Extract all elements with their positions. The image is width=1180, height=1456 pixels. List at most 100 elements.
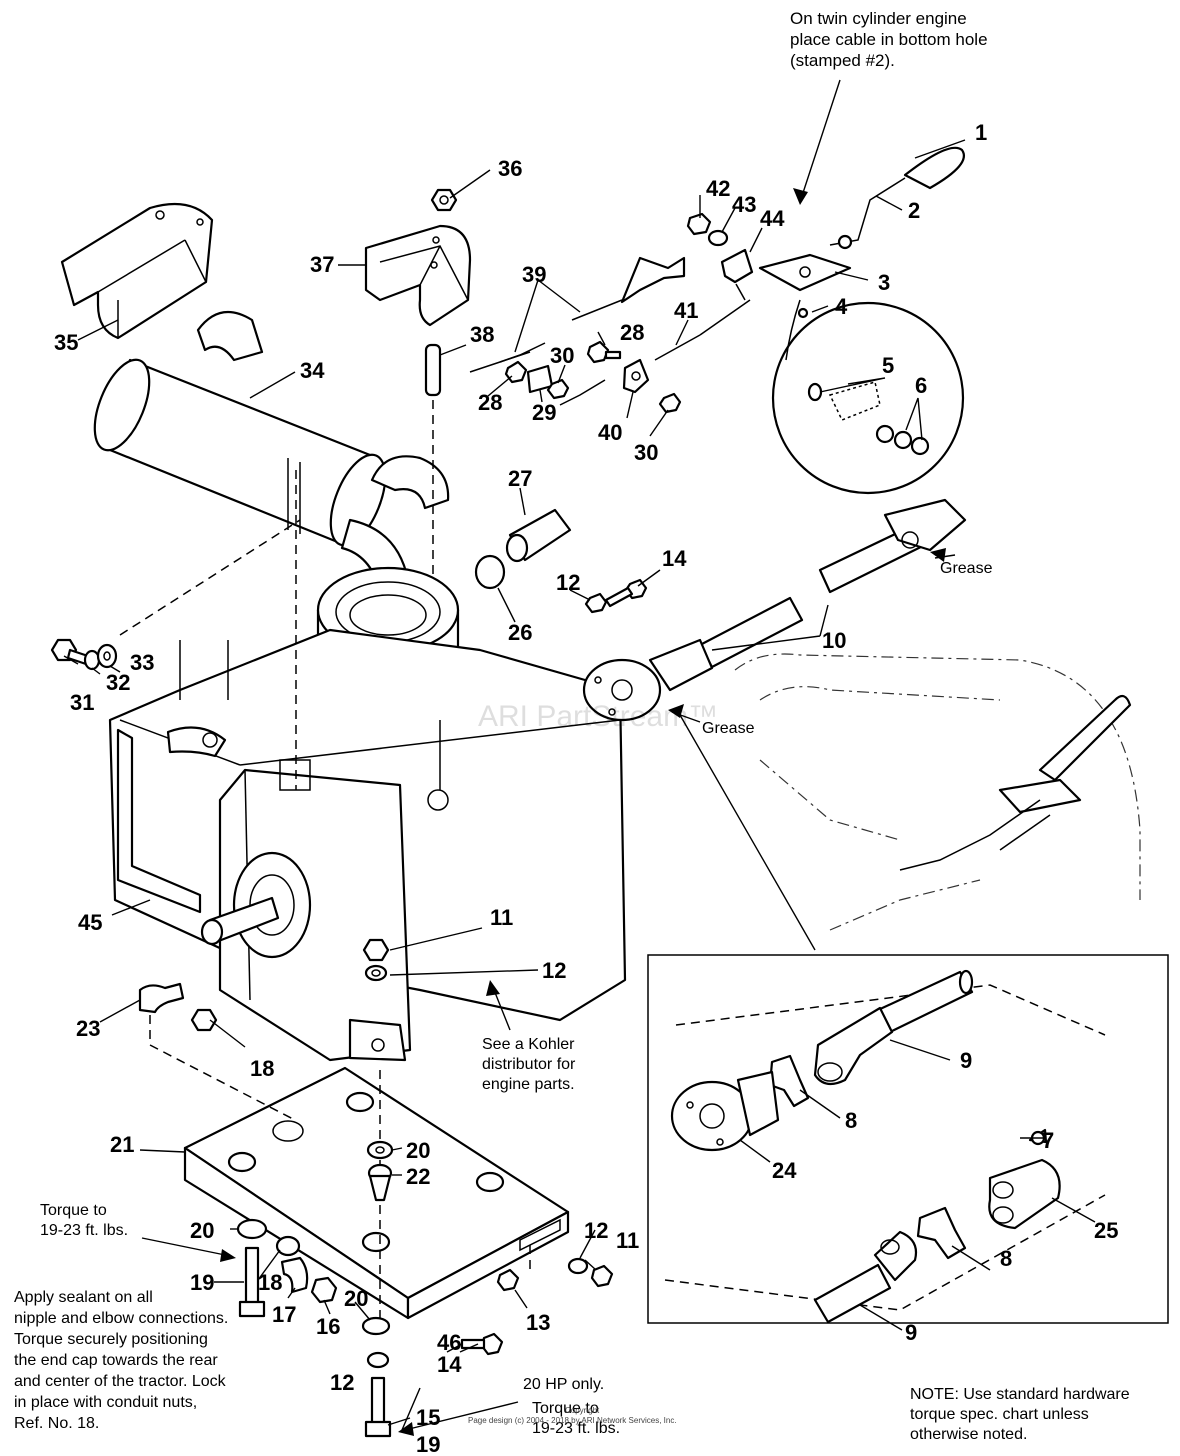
nut-11-right [590,1264,614,1288]
washer-43 [707,229,729,247]
callout-25: 25 [1094,1218,1118,1243]
callout-12-a: 12 [542,958,566,983]
callout-14-a: 14 [662,546,687,571]
washer-20-left [236,1218,268,1240]
callout-30-b: 30 [634,440,658,465]
callout-28-a: 28 [620,320,644,345]
callout-2: 2 [908,198,920,223]
clamp-26 [474,554,506,590]
bolt-19-upper [238,1246,266,1318]
lockwasher-12-bottom [366,1351,390,1369]
callout-19-a: 19 [190,1270,214,1295]
drive-shaft-10 [648,498,967,692]
callout-5: 5 [882,353,894,378]
callout-41: 41 [674,298,698,323]
cable-39 [469,256,686,373]
callout-27: 27 [508,466,532,491]
bracket-3 [758,253,852,292]
callout-42: 42 [706,176,730,201]
watermark: ARI PartStream™ [478,700,719,733]
washer-12-upper [364,964,388,982]
screw-31 [50,638,90,666]
callout-18-b: 18 [258,1270,282,1295]
callout-38: 38 [470,322,494,347]
screw-4 [797,307,809,319]
arrows [141,79,956,1436]
callout-16: 16 [316,1314,340,1339]
callout-11-b: 11 [616,1228,639,1253]
nut-16 [310,1276,338,1304]
shield-37 [364,224,472,327]
note-20hp: 20 HP only. [523,1376,605,1393]
callout-29: 29 [532,400,556,425]
callout-34: 34 [300,358,325,383]
callout-13: 13 [526,1310,550,1335]
nut-12-shaft [584,592,608,614]
callout-37: 37 [310,252,334,277]
note-grease-mid: Grease [702,720,755,737]
callout-8-b: 8 [1000,1246,1012,1271]
callout-32: 32 [106,670,130,695]
callout-43: 43 [732,192,756,217]
callout-7: 7 [1042,1128,1054,1153]
callout-31: 31 [70,690,94,715]
callout-20-c: 20 [344,1286,368,1311]
clamp-40 [622,358,650,394]
leader-lines [63,139,1096,1431]
nut-30-left [546,378,570,400]
washer-20-center [366,1140,394,1160]
note-grease-top: Grease [940,560,993,577]
clip-44 [720,248,754,301]
callout-45: 45 [78,910,102,935]
tractor-outline [734,653,1141,931]
callout-18-a: 18 [250,1056,274,1081]
callout-33: 33 [130,650,154,675]
callout-23: 23 [76,1016,100,1041]
callout-22: 22 [406,1164,430,1189]
footer-small: Page design (c) 2004 - 2018 by ARI Netwo… [468,1416,677,1425]
callout-12-b: 12 [556,570,580,595]
washer-33 [96,643,118,669]
detail-circle [771,299,965,495]
note-twin-cylinder: On twin cylinder engine place cable in b… [790,9,988,70]
callout-8-a: 8 [845,1108,857,1133]
inset-box [647,954,1169,1324]
cable-41 [654,299,751,361]
hose-27 [505,508,572,563]
nut-11-upper [362,938,390,962]
nut-36 [430,188,458,212]
callout-9-a: 9 [960,1048,972,1073]
flange-24-top [582,658,662,722]
callout-numbers: 1 2 3 4 5 6 7 8 8 9 9 10 11 11 12 12 12 … [54,120,1118,1456]
bolt-14-bottom [460,1332,504,1356]
elbow-17 [280,1256,309,1294]
callout-24: 24 [772,1158,797,1183]
callout-4: 4 [835,294,848,319]
callout-15: 15 [416,1405,440,1430]
callout-26: 26 [508,620,532,645]
callout-20-a: 20 [190,1218,214,1243]
isolator-22 [367,1163,393,1202]
elbow-23 [138,982,185,1014]
lockwasher-32 [83,649,101,671]
nut-30-right [658,392,682,414]
callout-46: 46 [437,1330,461,1355]
nipple-18 [275,1235,301,1257]
nut-42 [686,212,712,236]
callout-11-a: 11 [490,905,513,930]
copyright-small: Copyright [565,1406,600,1415]
callout-21: 21 [110,1132,134,1157]
bolt-15 [364,1376,392,1438]
note-kohler: See a Kohler distributor for engine part… [482,1036,576,1093]
callout-10: 10 [822,628,846,653]
bolt-13 [496,1268,520,1292]
lever-2 [829,177,906,250]
note-torque-lower: Torque to 19-23 ft. lbs. [532,1400,621,1437]
callout-28-b: 28 [478,390,502,415]
callout-12-d: 12 [330,1370,354,1395]
callout-17: 17 [272,1302,296,1327]
spacer-38 [424,343,442,397]
callout-14-b: 14 [437,1352,462,1377]
knob-1 [903,146,965,190]
